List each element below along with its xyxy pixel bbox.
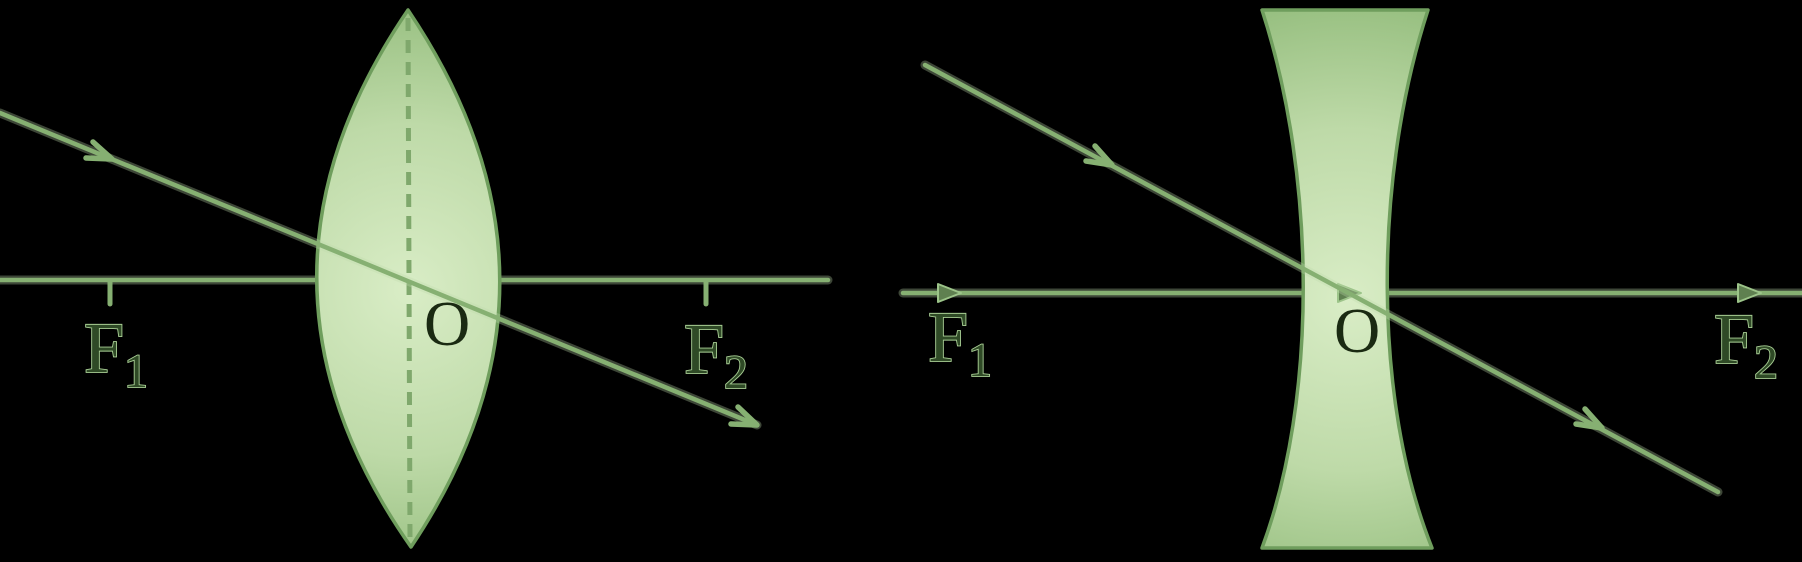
label-optical-center: O — [1334, 295, 1380, 366]
converging-lens-diagram: F1 O F2 — [0, 8, 833, 549]
axis-marker-f1 — [937, 283, 962, 303]
label-f1-letter: F — [928, 297, 968, 377]
ray-arrowhead-refracted — [728, 404, 760, 428]
concave-lens-body — [1260, 8, 1434, 550]
label-f2-subscript: 2 — [724, 346, 748, 399]
label-f1-letter: F — [84, 308, 124, 388]
central-ray — [922, 62, 1721, 495]
ray-arrowhead-refracted — [1573, 406, 1605, 431]
label-f2-letter: F — [684, 309, 724, 389]
central-ray — [0, 110, 760, 428]
diverging-lens-diagram: F1 O F2 — [898, 8, 1802, 550]
label-f1: F1 — [928, 297, 992, 387]
label-f1: F1 — [84, 308, 148, 398]
label-f2-letter: F — [1714, 299, 1754, 379]
label-f1-subscript: 1 — [968, 334, 992, 387]
label-f2: F2 — [1714, 299, 1778, 389]
ray-arrowhead-incident — [1083, 143, 1115, 168]
ray-arrowhead-incident — [83, 139, 115, 162]
label-f2-subscript: 2 — [1754, 336, 1778, 389]
axis-marker-f2 — [1737, 283, 1762, 303]
label-f1-subscript: 1 — [124, 345, 148, 398]
label-f2: F2 — [684, 309, 748, 399]
convex-lens-body — [315, 8, 502, 549]
label-optical-center: O — [424, 288, 470, 359]
